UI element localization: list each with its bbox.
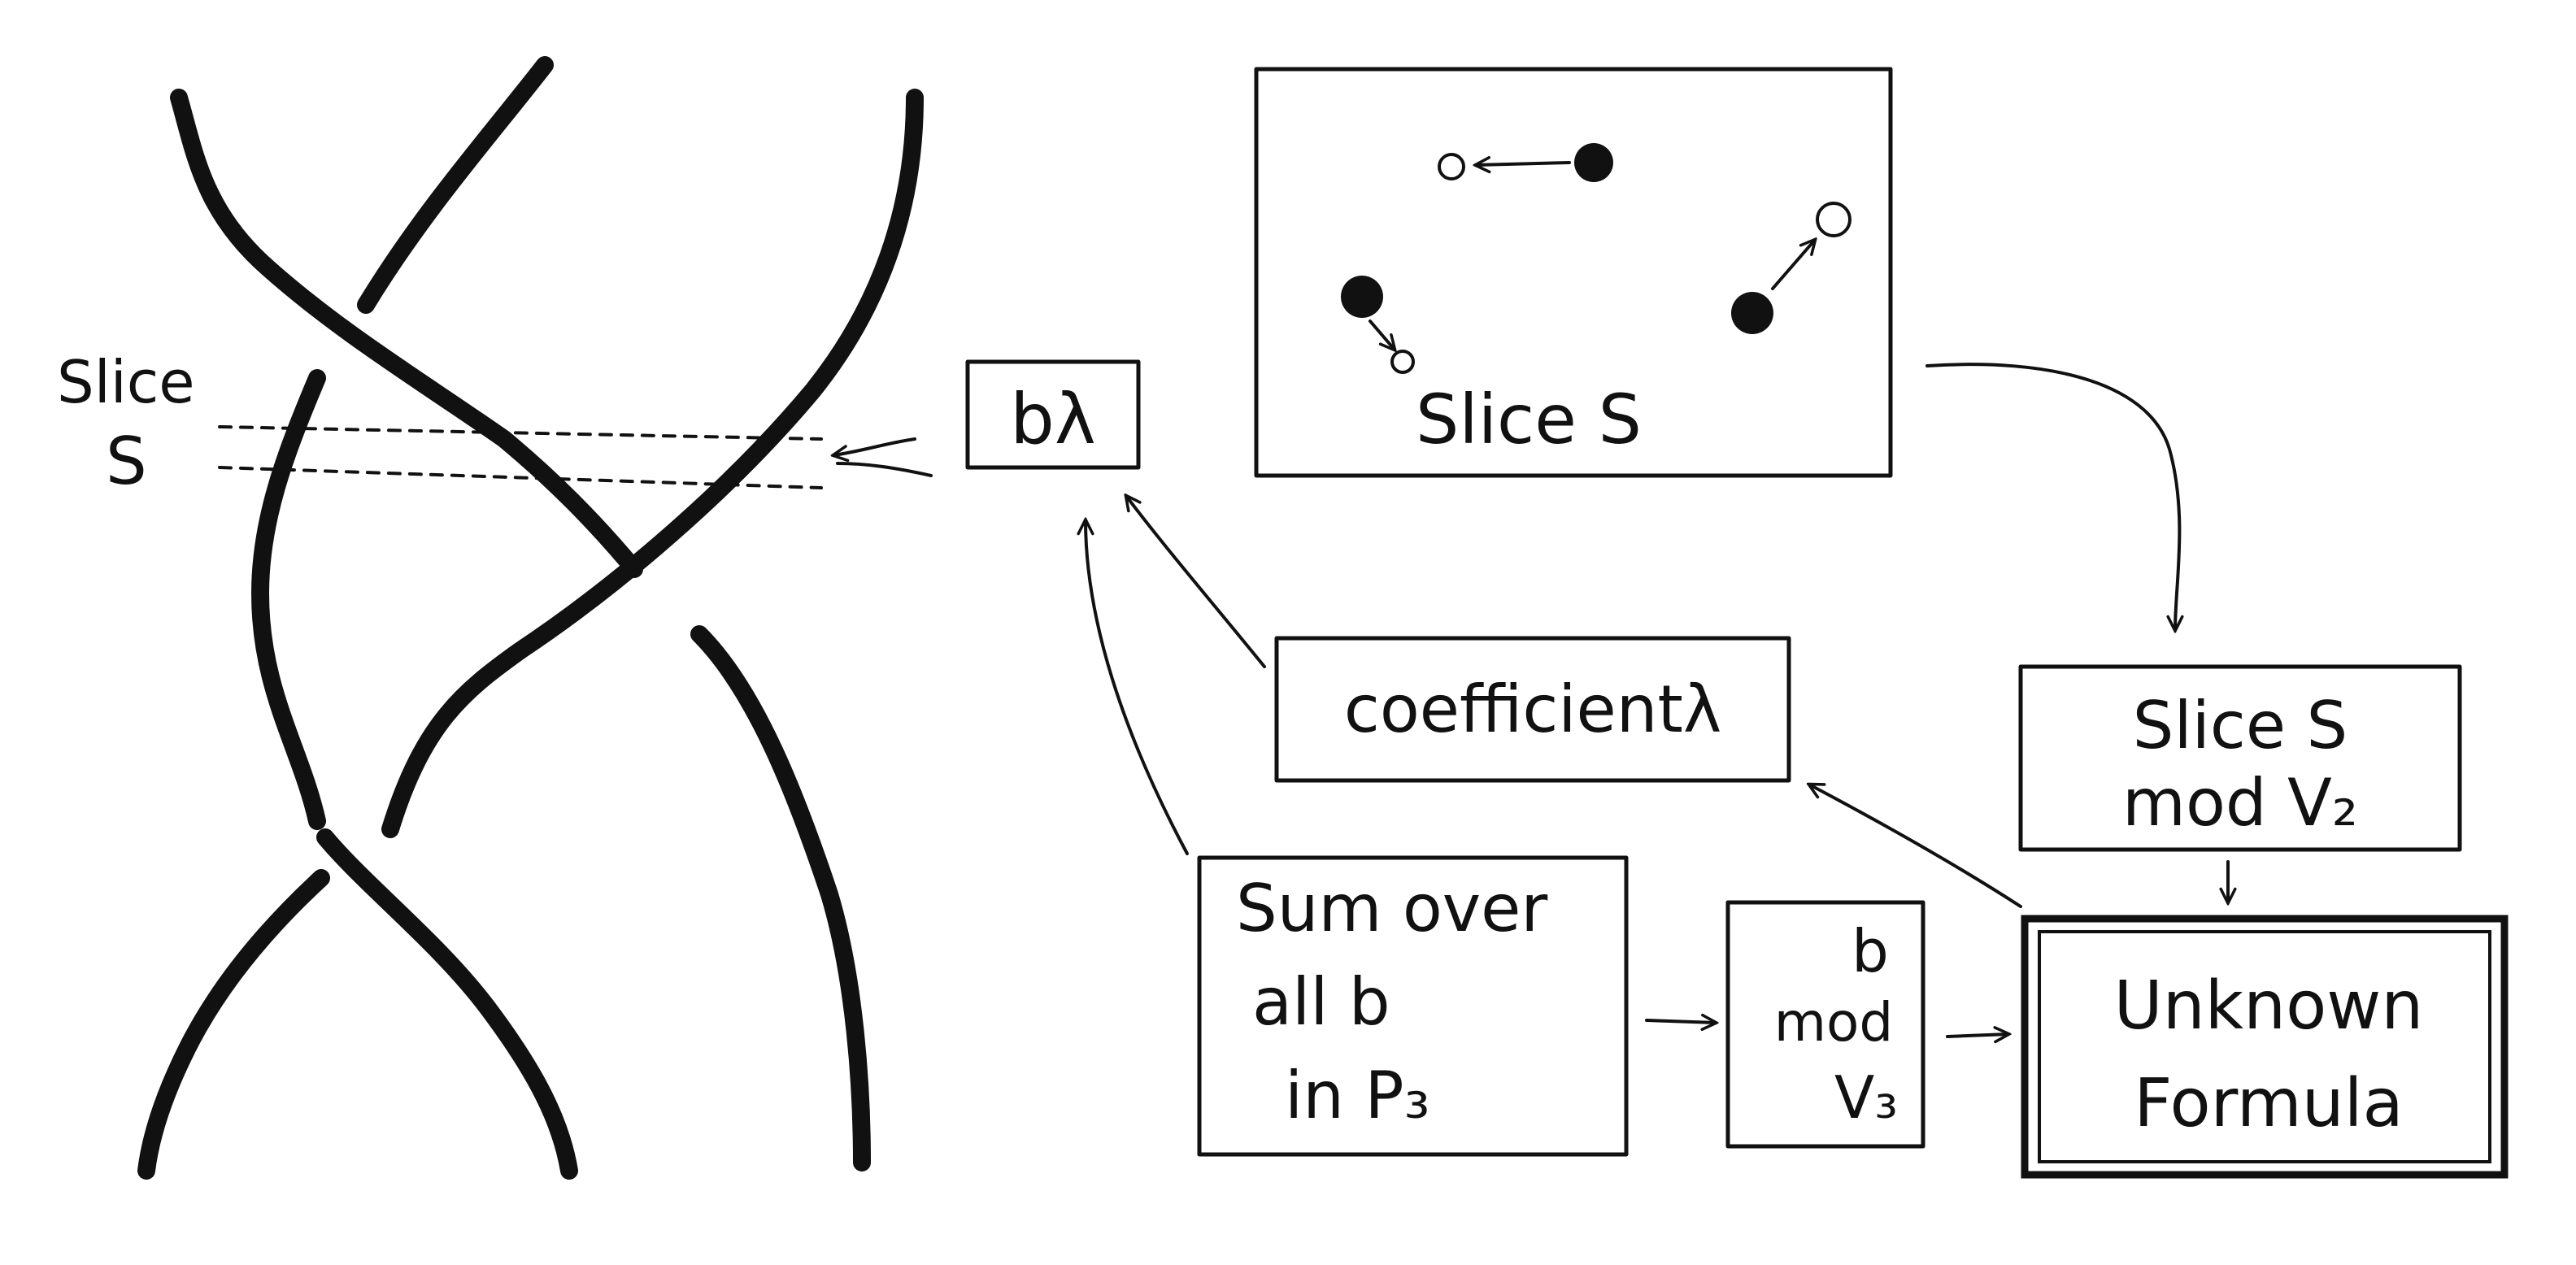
slice-label-line2: S bbox=[106, 424, 147, 499]
slice-mod-line1: Slice S bbox=[2133, 688, 2348, 763]
arrow-slicebox-to-mod bbox=[1925, 363, 2179, 630]
braid-strand-1 bbox=[170, 89, 643, 578]
slice-s-box: Slice S bbox=[1254, 67, 1893, 478]
braid-strand-2 bbox=[357, 56, 554, 314]
sum-line3: in P₃ bbox=[1285, 1058, 1430, 1133]
braid-strand-3 bbox=[381, 89, 924, 838]
braid-strand-5 bbox=[137, 869, 330, 1180]
arrow-blambda-to-slice-2 bbox=[836, 462, 933, 477]
arrow-coefficient-to-blambda bbox=[1126, 496, 1266, 668]
b-mod-line3: V₃ bbox=[1834, 1063, 1898, 1132]
sum-box: Sum over all b in P₃ bbox=[1197, 855, 1629, 1157]
slice-mod-box: Slice S mod V₂ bbox=[2018, 664, 2462, 852]
b-lambda-box: bλ bbox=[965, 359, 1141, 470]
arrow-sum-to-blambda bbox=[1086, 520, 1189, 855]
hollow-dot-2 bbox=[1390, 350, 1415, 374]
braid-strand-4 bbox=[316, 828, 578, 1180]
dot-arrow-3 bbox=[1771, 240, 1815, 290]
arrow-sum-to-bmod bbox=[1645, 1020, 1716, 1023]
b-mod-line1: b bbox=[1852, 917, 1889, 985]
unknown-box: Unknown Formula bbox=[2021, 915, 2509, 1179]
arrow-blambda-to-slice bbox=[833, 437, 916, 455]
slice-box-caption: Slice S bbox=[1416, 380, 1642, 459]
dot-arrow-2 bbox=[1368, 320, 1395, 350]
braid-strand-1b bbox=[690, 625, 871, 1172]
arrow-unknown-to-coefficient bbox=[1809, 785, 2022, 908]
unknown-line2: Formula bbox=[2134, 1065, 2404, 1142]
b-lambda-text: bλ bbox=[1010, 379, 1095, 460]
filled-dot-3 bbox=[1731, 292, 1773, 334]
sum-line1: Sum over bbox=[1236, 871, 1547, 946]
hollow-dot-1 bbox=[1438, 153, 1465, 180]
braid-strand-2b bbox=[251, 369, 326, 830]
unknown-line1: Unknown bbox=[2114, 967, 2424, 1045]
dot-arrow-1 bbox=[1476, 163, 1571, 165]
slice-lines bbox=[218, 425, 823, 489]
b-mod-line2: mod bbox=[1774, 991, 1894, 1054]
coefficient-box: coefficientλ bbox=[1274, 636, 1791, 783]
slice-mod-line2: mod V₂ bbox=[2122, 765, 2358, 841]
sum-line2: all b bbox=[1252, 964, 1390, 1040]
hollow-dot-3 bbox=[1816, 202, 1852, 237]
braid bbox=[137, 56, 924, 1180]
slice-line-bottom bbox=[218, 466, 823, 489]
arrow-bmod-to-unknown bbox=[1946, 1034, 2008, 1037]
b-mod-box: b mod V₃ bbox=[1725, 900, 1925, 1149]
coefficient-text: coefficientλ bbox=[1344, 672, 1721, 747]
filled-dot-2 bbox=[1341, 276, 1383, 318]
slice-line-top bbox=[218, 425, 823, 441]
slice-label-line1: Slice bbox=[57, 348, 195, 416]
filled-dot-1 bbox=[1574, 143, 1613, 182]
